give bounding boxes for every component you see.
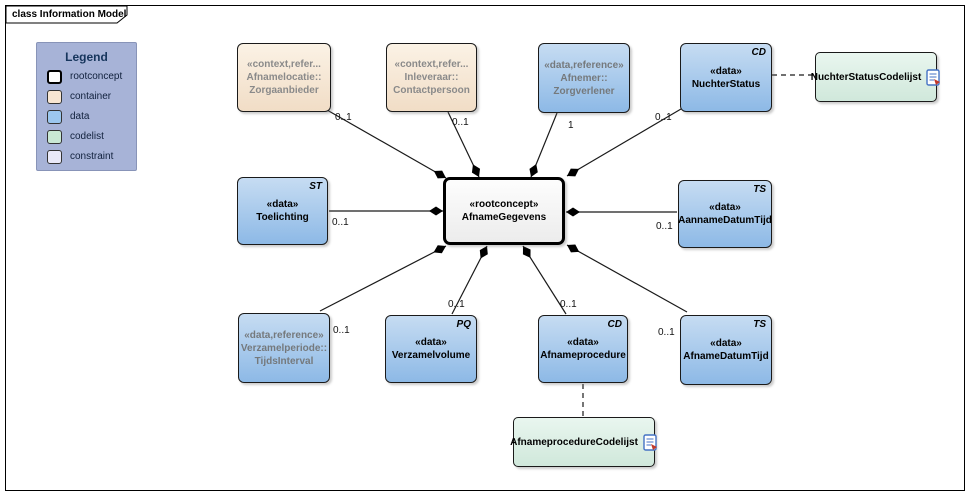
- type-code: CD: [607, 319, 622, 330]
- node-name: Verzamelvolume: [391, 350, 471, 361]
- node-afnameprocedure[interactable]: CD «data» Afnameprocedure: [538, 315, 628, 383]
- frame-title: class Information Model: [12, 9, 127, 20]
- stereotype: «data»: [415, 337, 447, 348]
- legend-label: rootconcept: [70, 71, 123, 82]
- node-name: Zorgaanbieder: [249, 85, 319, 96]
- node-nuchterstatuscodelijst[interactable]: NuchterStatusCodelijst: [811, 52, 941, 102]
- legend-label: container: [70, 91, 112, 102]
- container-swatch: [47, 89, 62, 104]
- stereotype: «data»: [709, 202, 741, 213]
- legend-title: Legend: [65, 50, 108, 64]
- node-name: NuchterStatusCodelijst: [810, 71, 922, 83]
- dependency-edges: [582, 74, 815, 417]
- node-afnamedatumtijd[interactable]: TS «data» AfnameDatumTijd: [680, 315, 772, 385]
- node-aannamedatumtijd[interactable]: TS «data» AannameDatumTijd: [678, 180, 772, 248]
- legend-label: constraint: [70, 151, 114, 162]
- data-swatch: [47, 109, 62, 124]
- stereotype: «data»: [710, 338, 742, 349]
- node-inleveraar-contactpersoon[interactable]: «context,refer... Inleveraar:: Contactpe…: [386, 43, 477, 112]
- document-icon: [926, 68, 941, 86]
- stereotype: «rootconcept»: [469, 199, 539, 210]
- node-name: AfnameGegevens: [461, 212, 547, 223]
- node-name: AfnameDatumTijd: [683, 351, 769, 362]
- node-nuchterstatus[interactable]: CD «data» NuchterStatus: [680, 43, 772, 112]
- multiplicity-label: 0..1: [656, 221, 673, 232]
- node-name: Afnemer::: [560, 72, 608, 84]
- node-name: AfnameprocedureCodelijst: [510, 436, 638, 448]
- type-code: TS: [753, 319, 766, 330]
- legend-label: data: [70, 111, 90, 122]
- stereotype: «context,refer...: [247, 59, 321, 70]
- composition-edges: [319, 108, 688, 315]
- multiplicity-label: 0..1: [333, 325, 350, 336]
- legend-item-rootconcept: rootconcept: [47, 69, 136, 84]
- codelist-swatch: [47, 129, 62, 144]
- node-name: Afnamelocatie::: [246, 72, 322, 83]
- legend: Legend rootconcept container data codeli…: [36, 42, 137, 171]
- type-code: PQ: [456, 319, 471, 330]
- rootconcept-swatch: [47, 69, 62, 84]
- stereotype: «data»: [266, 199, 299, 210]
- multiplicity-label: 0..1: [560, 299, 577, 310]
- node-name: Contactpersoon: [393, 85, 470, 96]
- multiplicity-label: 0..1: [332, 217, 349, 228]
- stereotype: «data,reference»: [544, 59, 624, 71]
- type-code: CD: [751, 47, 766, 58]
- legend-item-codelist: codelist: [47, 129, 136, 144]
- node-name: Inleveraar::: [404, 72, 459, 83]
- multiplicity-label: 0..1: [335, 112, 352, 123]
- multiplicity-label: 1: [568, 120, 574, 131]
- stereotype: «data,reference»: [244, 329, 324, 341]
- type-code: ST: [309, 181, 322, 192]
- node-afnamegegevens[interactable]: «rootconcept» AfnameGegevens: [443, 177, 565, 245]
- legend-item-constraint: constraint: [47, 149, 136, 164]
- legend-item-data: data: [47, 109, 136, 124]
- node-verzamelperiode-tijdsinterval[interactable]: «data,reference» Verzamelperiode:: Tijds…: [238, 313, 330, 383]
- node-afnameprocedurecodelijst[interactable]: AfnameprocedureCodelijst: [510, 417, 657, 467]
- legend-item-container: container: [47, 89, 136, 104]
- type-code: TS: [753, 184, 766, 195]
- frame-tab: [6, 6, 128, 24]
- node-verzamelvolume[interactable]: PQ «data» Verzamelvolume: [385, 315, 477, 383]
- node-name: NuchterStatus: [691, 78, 761, 90]
- stereotype: «data»: [710, 65, 742, 77]
- node-name: TijdsInterval: [254, 355, 314, 367]
- node-name: Verzamelperiode::: [240, 342, 328, 354]
- multiplicity-label: 0..1: [452, 117, 469, 128]
- constraint-swatch: [47, 149, 62, 164]
- node-name: Toelichting: [256, 212, 309, 223]
- node-afnamelocatie-zorgaanbieder[interactable]: «context,refer... Afnamelocatie:: Zorgaa…: [237, 43, 331, 112]
- multiplicity-label: 0..1: [448, 299, 465, 310]
- multiplicity-label: 0..1: [658, 327, 675, 338]
- node-name: Zorgverlener: [553, 85, 615, 97]
- stereotype: «data»: [567, 337, 599, 348]
- stereotype: «context,refer...: [394, 59, 469, 70]
- legend-label: codelist: [70, 131, 104, 142]
- multiplicity-label: 0..1: [655, 112, 672, 123]
- node-toelichting[interactable]: ST «data» Toelichting: [237, 177, 328, 245]
- node-afnemer-zorgverlener[interactable]: «data,reference» Afnemer:: Zorgverlener: [538, 43, 630, 113]
- node-name: Afnameprocedure: [540, 350, 626, 361]
- node-name: AannameDatumTijd: [678, 215, 772, 226]
- document-icon: [643, 433, 657, 451]
